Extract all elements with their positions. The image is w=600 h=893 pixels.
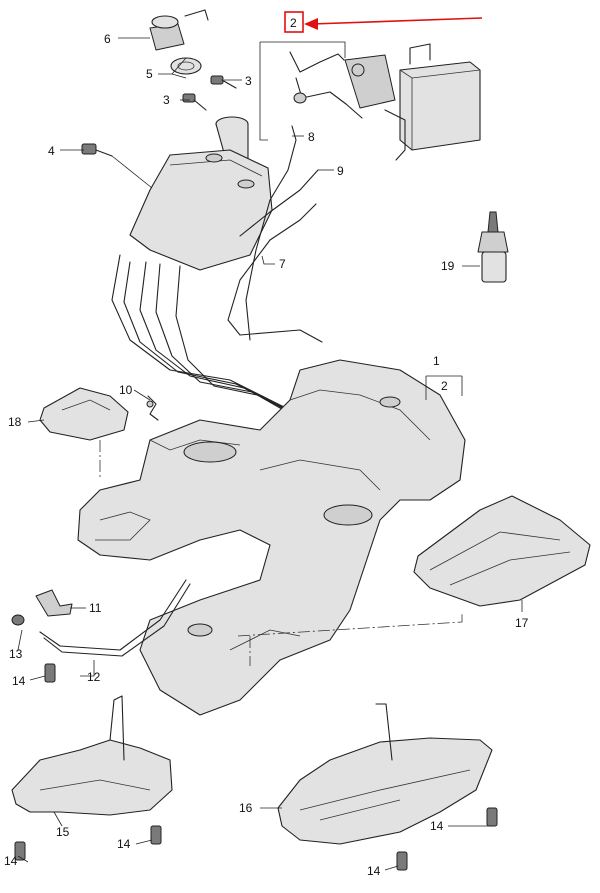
clip-part bbox=[146, 395, 159, 421]
callout-15: 15 bbox=[56, 825, 70, 839]
callout-4: 4 bbox=[48, 144, 55, 158]
callout-6: 6 bbox=[104, 32, 111, 46]
skid-plate-15-part bbox=[11, 695, 173, 816]
callout-11: 11 bbox=[89, 601, 102, 615]
bolt-part bbox=[14, 663, 498, 871]
callout-5: 5 bbox=[146, 67, 153, 81]
vent-hose-part bbox=[289, 51, 363, 119]
callout-14: 14 bbox=[12, 674, 26, 688]
carbon-canister-part bbox=[344, 43, 481, 161]
fuel-filler-reservoir bbox=[129, 149, 273, 271]
callout-14: 14 bbox=[430, 819, 444, 833]
callout-14: 14 bbox=[117, 837, 131, 851]
skid-plate-16-part bbox=[277, 703, 493, 845]
callout-9: 9 bbox=[337, 164, 344, 178]
callout-3: 3 bbox=[163, 93, 170, 107]
callout-2: 2 bbox=[441, 379, 448, 393]
line-7-part bbox=[227, 203, 323, 343]
callout-10: 10 bbox=[119, 383, 133, 397]
heat-shield-17-part bbox=[413, 495, 591, 607]
sealant-tube-part bbox=[477, 211, 509, 283]
filler-cap-part bbox=[149, 9, 209, 51]
callout-14: 14 bbox=[367, 864, 381, 878]
callout-1: 1 bbox=[433, 354, 440, 368]
callout-3: 3 bbox=[245, 74, 252, 88]
callout-2-highlighted: 2 bbox=[290, 16, 297, 30]
fuel-tank-part bbox=[77, 359, 466, 716]
callout-16: 16 bbox=[239, 801, 253, 815]
line-8-part bbox=[245, 125, 297, 341]
callout-12: 12 bbox=[87, 670, 101, 684]
bolt-part bbox=[182, 75, 237, 111]
callout-18: 18 bbox=[8, 415, 22, 429]
strap-part bbox=[39, 579, 191, 657]
filler-ring-part bbox=[170, 57, 202, 75]
highlight-arrow bbox=[304, 17, 483, 30]
bolt-part bbox=[81, 143, 113, 157]
line-9-part bbox=[239, 169, 319, 237]
leader-lines bbox=[17, 37, 523, 871]
highlight-box bbox=[284, 11, 304, 33]
callout-19: 19 bbox=[441, 259, 455, 273]
heat-shield-18-part bbox=[39, 387, 129, 441]
reference-line bbox=[237, 612, 463, 637]
callout-17: 17 bbox=[515, 616, 529, 630]
callout-13: 13 bbox=[9, 647, 23, 661]
nut-part bbox=[11, 614, 25, 626]
callout-7: 7 bbox=[279, 257, 286, 271]
callout-14: 14 bbox=[4, 854, 18, 868]
bracket-part bbox=[35, 589, 73, 617]
callout-8: 8 bbox=[308, 130, 315, 144]
callout-labels: 1 2 2 3 3 4 5 6 7 8 9 10 11 12 13 14 14 … bbox=[4, 16, 529, 878]
